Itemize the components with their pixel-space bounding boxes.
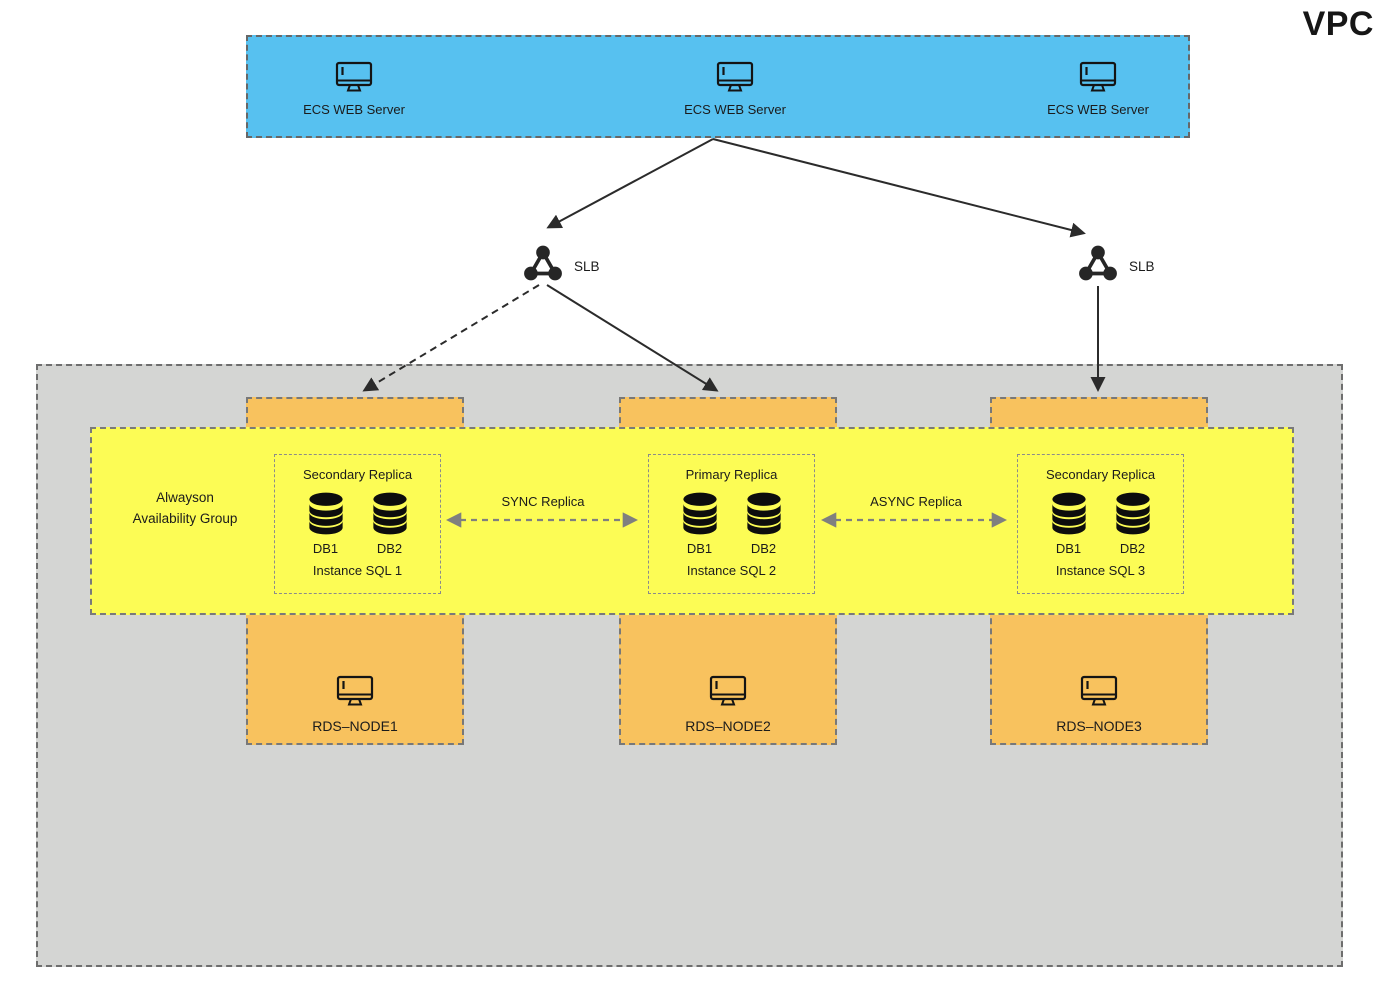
async-replica-label: ASYNC Replica — [870, 494, 962, 509]
database-icon — [1051, 492, 1086, 535]
page-title: VPC — [1302, 5, 1374, 43]
database-icon — [372, 492, 407, 535]
ecs-server-label: ECS WEB Server — [1047, 102, 1149, 117]
rds-node-label: RDS–NODE2 — [685, 718, 771, 734]
sql-instance-box-3: Secondary Replica DB1 — [1017, 454, 1184, 594]
db-label: DB1 — [686, 541, 713, 556]
rds-node-label: RDS–NODE1 — [312, 718, 398, 734]
db-item: DB1 — [1050, 491, 1088, 556]
monitor-icon — [716, 61, 754, 92]
arrow-web-to-slb-left — [546, 138, 714, 229]
load-balancer-icon — [1079, 245, 1117, 281]
db-item: DB2 — [1114, 491, 1152, 556]
sql-instance-box-2: Primary Replica DB1 — [648, 454, 815, 594]
db-row: DB1 DB2 — [1050, 491, 1152, 556]
rds-node-label: RDS–NODE3 — [1056, 718, 1142, 734]
replica-role-label: Primary Replica — [685, 467, 778, 482]
monitor-icon — [336, 675, 374, 706]
db-label: DB1 — [312, 541, 339, 556]
rds-node-content: RDS–NODE3 — [992, 675, 1206, 734]
monitor-icon — [1079, 61, 1117, 92]
db-row: DB1 DB2 — [681, 491, 783, 556]
instance-name-label: Instance SQL 1 — [312, 563, 403, 578]
availability-group-label-line1: Alwayson — [156, 490, 214, 505]
ecs-server-item-1: ECS WEB Server — [279, 61, 429, 117]
ecs-server-item-2: ECS WEB Server — [660, 61, 810, 117]
web-tier-box: ECS WEB Server ECS WEB Server ECS WEB Se… — [246, 35, 1190, 138]
database-icon — [308, 492, 343, 535]
availability-group-label-line2: Availability Group — [132, 511, 238, 526]
monitor-icon — [709, 675, 747, 706]
db-label: DB1 — [1055, 541, 1082, 556]
availability-group-label: Alwayson Availability Group — [100, 487, 270, 529]
rds-node-content: RDS–NODE2 — [621, 675, 835, 734]
replica-role-label: Secondary Replica — [1045, 467, 1156, 482]
slb-node-right: SLB — [1077, 243, 1197, 283]
instance-name-label: Instance SQL 3 — [1055, 563, 1146, 578]
slb-node-left: SLB — [522, 243, 642, 283]
monitor-icon — [335, 61, 373, 92]
instance-name-label: Instance SQL 2 — [686, 563, 777, 578]
ecs-server-label: ECS WEB Server — [684, 102, 786, 117]
db-item: DB2 — [745, 491, 783, 556]
db-label: DB2 — [750, 541, 777, 556]
rds-node-content: RDS–NODE1 — [248, 675, 462, 734]
database-icon — [746, 492, 781, 535]
db-label: DB2 — [376, 541, 403, 556]
slb-label: SLB — [1129, 258, 1155, 274]
sql-instance-box-1: Secondary Replica DB1 — [274, 454, 441, 594]
db-row: DB1 DB2 — [307, 491, 409, 556]
database-icon — [682, 492, 717, 535]
load-balancer-icon — [524, 245, 562, 281]
arrow-web-to-slb-right — [712, 138, 1086, 238]
ecs-server-item-3: ECS WEB Server — [1023, 61, 1173, 117]
database-icon — [1115, 492, 1150, 535]
db-label: DB2 — [1119, 541, 1146, 556]
availability-group-box: Alwayson Availability Group Secondary Re… — [90, 427, 1294, 615]
ecs-server-label: ECS WEB Server — [303, 102, 405, 117]
db-item: DB1 — [307, 491, 345, 556]
monitor-icon — [1080, 675, 1118, 706]
sync-replica-label: SYNC Replica — [501, 494, 585, 509]
replica-role-label: Secondary Replica — [302, 467, 413, 482]
db-item: DB2 — [371, 491, 409, 556]
slb-label: SLB — [574, 258, 600, 274]
db-item: DB1 — [681, 491, 719, 556]
